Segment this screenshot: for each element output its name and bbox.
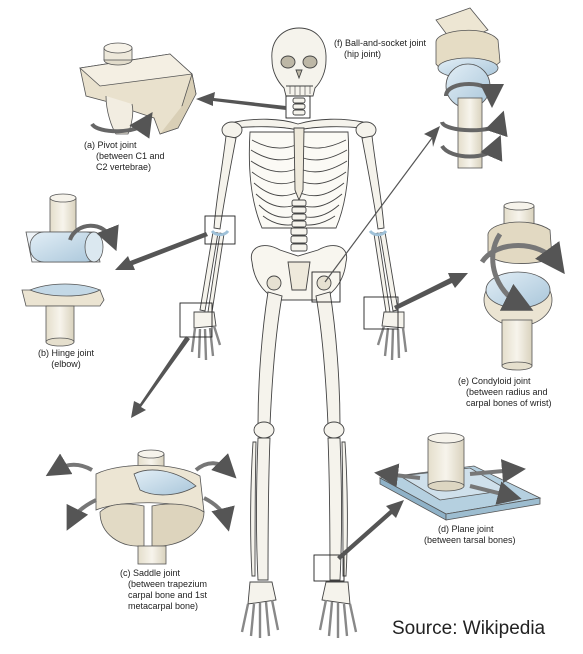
box-elbow xyxy=(204,215,236,245)
arrow-to-hinge xyxy=(115,232,208,270)
label-saddle-line3: carpal bone and 1st xyxy=(128,590,208,600)
source-credit: Source: Wikipedia xyxy=(392,618,546,639)
label-hinge-line2: (elbow) xyxy=(51,359,81,369)
box-hip xyxy=(311,271,341,303)
label-ball-line2: (hip joint) xyxy=(344,49,382,59)
label-ball-socket-joint: (f) Ball-and-socket joint (hip joint) xyxy=(334,38,426,60)
label-pivot-line3: C2 vertebrae) xyxy=(96,162,152,172)
arrow-to-ball-line xyxy=(324,137,433,283)
arrow-to-ball-head xyxy=(424,126,440,147)
saddle-joint-illustration xyxy=(45,449,237,565)
ball-and-socket-illustration xyxy=(435,7,508,169)
hinge-joint-illustration xyxy=(21,193,119,347)
spine xyxy=(290,199,308,252)
highlight-boxes xyxy=(179,95,399,582)
box-foot xyxy=(313,554,345,582)
label-plane-title: (d) Plane joint xyxy=(438,524,494,534)
label-condyloid-line2: (between radius and xyxy=(466,387,548,397)
skull xyxy=(271,27,327,97)
label-pivot-line2: (between C1 and xyxy=(96,151,165,161)
label-saddle-line2: (between trapezium xyxy=(128,579,208,589)
arrow-to-plane xyxy=(337,500,404,560)
label-pivot-joint: (a) Pivot joint (between C1 and C2 verte… xyxy=(84,140,165,173)
label-saddle-joint: (c) Saddle joint (between trapezium carp… xyxy=(120,568,207,612)
label-pivot-title: (a) Pivot joint xyxy=(84,140,137,150)
label-plane-line2: (between tarsal bones) xyxy=(424,535,516,545)
label-hinge-joint: (b) Hinge joint (elbow) xyxy=(28,348,104,370)
skeleton xyxy=(190,27,408,638)
pivot-joint-illustration xyxy=(79,42,197,139)
label-condyloid-joint: (e) Condyloid joint (between radius and … xyxy=(458,376,552,409)
label-condyloid-title: (e) Condyloid joint xyxy=(458,376,531,386)
arrow-to-condyloid xyxy=(394,273,468,310)
rotate-arrow-icon xyxy=(90,112,153,139)
label-plane-joint: (d) Plane joint (between tarsal bones) xyxy=(424,524,516,546)
label-saddle-title: (c) Saddle joint xyxy=(120,568,181,578)
box-hand xyxy=(179,302,213,338)
label-hinge-title: (b) Hinge joint xyxy=(37,348,95,358)
condyloid-joint-illustration xyxy=(479,201,565,371)
arrow-to-pivot xyxy=(196,92,286,110)
plane-joint-illustration xyxy=(374,432,542,521)
arrow-to-saddle xyxy=(131,336,190,418)
label-ball-title: (f) Ball-and-socket joint xyxy=(334,38,427,48)
pointer-arrows xyxy=(115,92,468,560)
swing-arrow-icon xyxy=(68,223,119,252)
box-wrist xyxy=(363,296,399,330)
label-condyloid-line3: carpal bones of wrist) xyxy=(466,398,552,408)
label-saddle-line4: metacarpal bone) xyxy=(128,601,199,611)
